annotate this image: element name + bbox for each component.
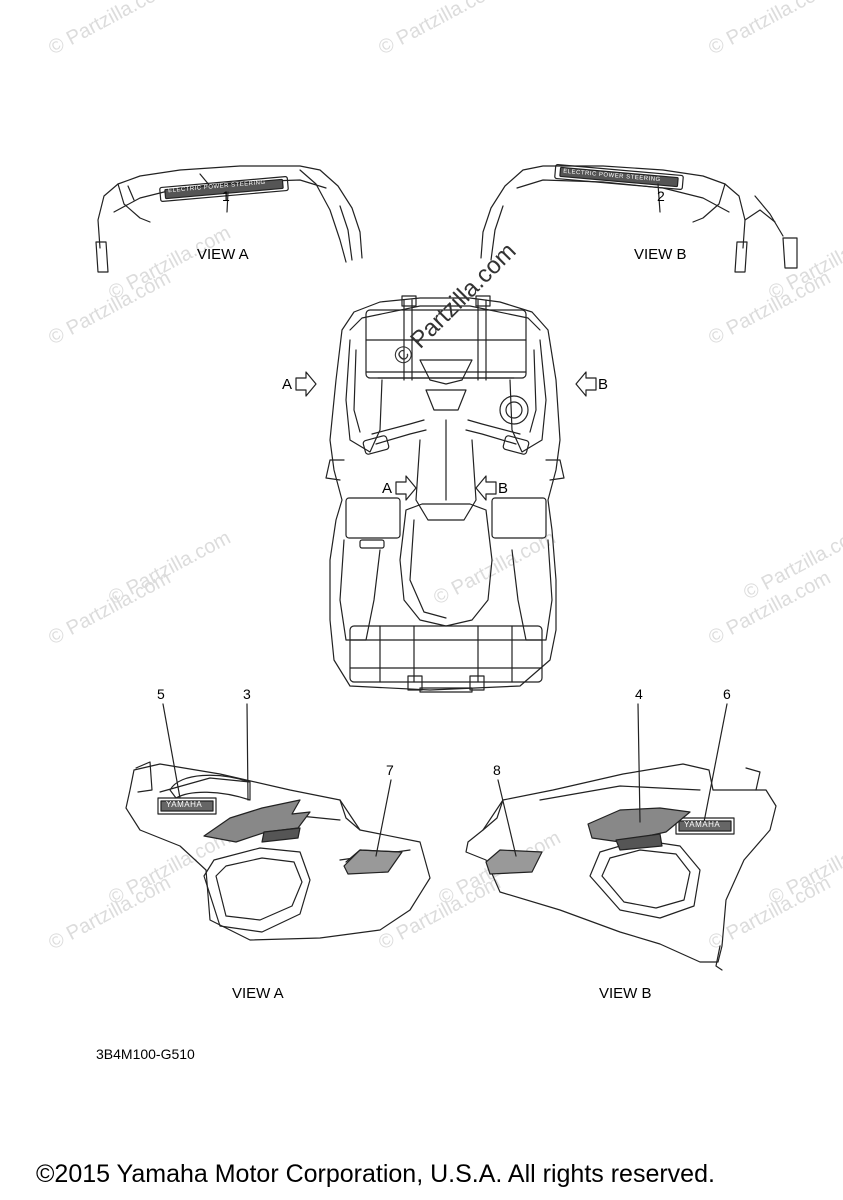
drawing-code: 3B4M100-G510 — [96, 1046, 195, 1062]
arrow-a-outer — [295, 371, 317, 397]
arrow-label-b-inner: B — [498, 480, 509, 497]
callout-7: 7 — [386, 762, 394, 778]
arrow-b-outer — [575, 371, 597, 397]
view-label-b-top: VIEW B — [634, 246, 687, 263]
callout-6: 6 — [723, 686, 731, 702]
callout-8: 8 — [493, 762, 501, 778]
front-fender-left — [95, 165, 363, 273]
view-label-b-bottom: VIEW B — [599, 985, 652, 1002]
side-cover-left — [125, 703, 431, 941]
view-label-a-bottom: VIEW A — [232, 985, 284, 1002]
arrow-b-inner — [475, 475, 497, 501]
side-cover-right — [465, 703, 777, 971]
decal-yamaha-right: YAMAHA — [684, 820, 721, 829]
callout-3: 3 — [243, 686, 251, 702]
arrow-label-a-outer: A — [282, 376, 293, 393]
arrow-label-a-inner: A — [382, 480, 393, 497]
copyright-notice: ©2015 Yamaha Motor Corporation, U.S.A. A… — [36, 1160, 715, 1188]
callout-5: 5 — [157, 686, 165, 702]
callout-2: 2 — [657, 188, 665, 204]
arrow-a-inner — [395, 475, 417, 501]
callout-1: 1 — [222, 188, 230, 204]
view-label-a-top: VIEW A — [197, 246, 249, 263]
arrow-label-b-outer: B — [598, 376, 609, 393]
decal-yamaha-left: YAMAHA — [166, 800, 203, 809]
callout-4: 4 — [635, 686, 643, 702]
front-fender-right — [480, 164, 798, 273]
atv-top-view — [325, 295, 565, 693]
